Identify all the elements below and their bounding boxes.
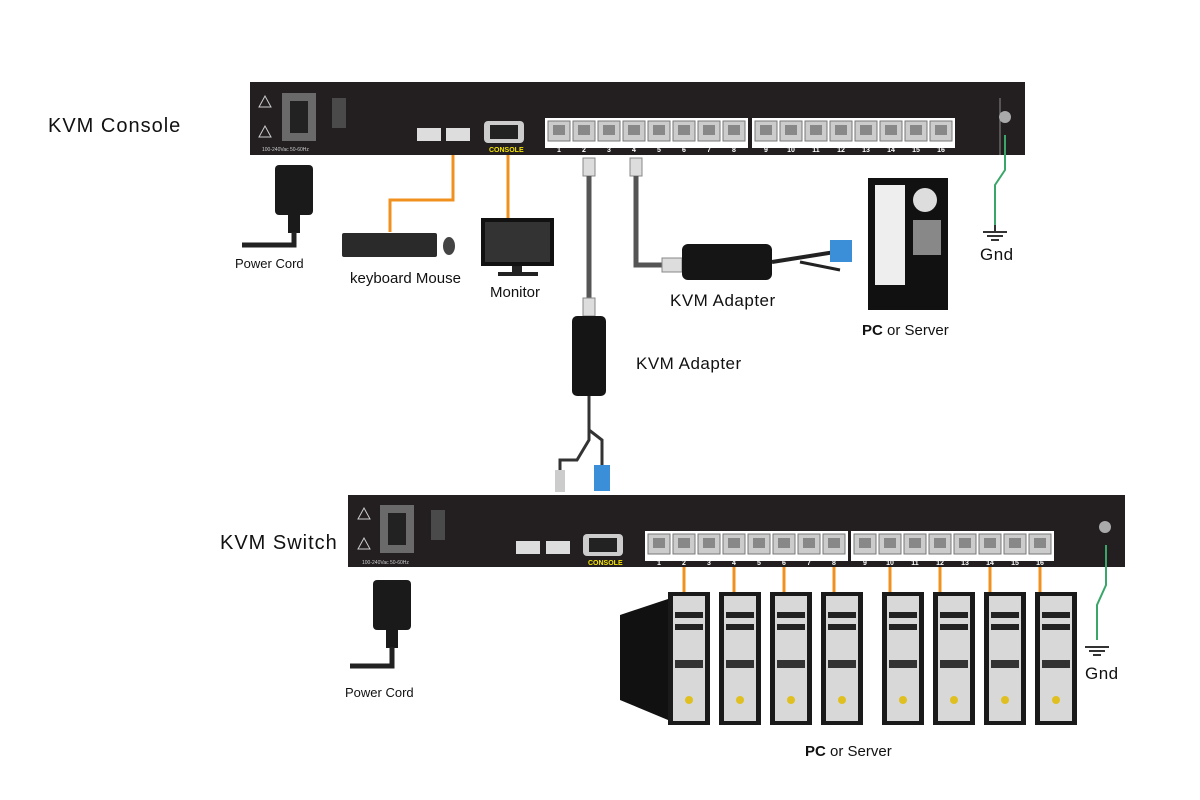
port-number: 5 bbox=[657, 147, 661, 154]
console-port-label: CONSOLE bbox=[588, 560, 623, 567]
port-number: 1 bbox=[657, 560, 661, 567]
port-number: 7 bbox=[807, 560, 811, 567]
port-number: 4 bbox=[632, 147, 636, 154]
usb-port bbox=[516, 541, 540, 554]
ground-screw bbox=[1099, 521, 1111, 533]
port-number: 14 bbox=[887, 147, 895, 154]
cable-port4-to-pc bbox=[629, 157, 852, 280]
port-number: 2 bbox=[682, 560, 686, 567]
port-number: 12 bbox=[936, 560, 944, 567]
warning-icon bbox=[258, 124, 272, 138]
monitor-label: Monitor bbox=[490, 284, 541, 301]
power-cord-bottom bbox=[350, 580, 411, 669]
port-number: 6 bbox=[782, 560, 786, 567]
or-server-label: or Server bbox=[887, 322, 949, 339]
cable-port2-to-switch bbox=[555, 157, 610, 492]
keyboard-label: keyboard bbox=[350, 270, 412, 287]
usb-plug bbox=[555, 470, 565, 492]
keyboard bbox=[342, 233, 437, 257]
pc-tower-top bbox=[868, 178, 948, 310]
ground-top bbox=[983, 135, 1007, 241]
or-server-label: or Server bbox=[830, 743, 892, 760]
ground-screw bbox=[999, 111, 1011, 123]
server-tower bbox=[933, 592, 975, 725]
kvm-switch-label: KVM Switch bbox=[220, 532, 338, 554]
server-tower bbox=[821, 592, 863, 725]
mouse bbox=[443, 237, 455, 255]
kvm-adapter-label: KVM Adapter bbox=[670, 291, 776, 310]
usb-port bbox=[446, 128, 470, 141]
vga-plug bbox=[830, 240, 852, 262]
server-tower bbox=[1035, 592, 1077, 725]
port-number: 3 bbox=[607, 147, 611, 154]
voltage-label: 100-240Vac 50-60Hz bbox=[262, 147, 309, 153]
pc-server-label: PC or Server bbox=[805, 743, 892, 760]
port-number: 16 bbox=[1036, 560, 1044, 567]
port-number: 10 bbox=[787, 147, 795, 154]
warning-icon bbox=[258, 94, 272, 108]
pc-server-label: PC or Server bbox=[862, 322, 949, 339]
kvm-adapter-right bbox=[682, 244, 772, 280]
port-number: 8 bbox=[832, 560, 836, 567]
port-number: 7 bbox=[707, 147, 711, 154]
power-switch bbox=[332, 98, 346, 128]
port-number: 10 bbox=[886, 560, 894, 567]
usb-cable bbox=[388, 155, 455, 232]
voltage-label: 100-240Vac 50-60Hz bbox=[362, 560, 409, 566]
warning-icon bbox=[357, 536, 371, 550]
keyboard-mouse-label: keyboard Mouse bbox=[350, 270, 461, 287]
port-number: 4 bbox=[732, 560, 736, 567]
power-cord-top bbox=[242, 165, 313, 248]
port-number: 11 bbox=[911, 560, 919, 567]
port-number: 13 bbox=[961, 560, 969, 567]
port-number: 9 bbox=[863, 560, 867, 567]
port-number: 3 bbox=[707, 560, 711, 567]
pc-label: PC bbox=[862, 322, 883, 339]
mouse-label: Mouse bbox=[415, 270, 461, 287]
server-rack-side bbox=[620, 595, 680, 725]
warning-icon bbox=[357, 506, 371, 520]
server-tower bbox=[882, 592, 924, 725]
port-number: 16 bbox=[937, 147, 945, 154]
port-number: 14 bbox=[986, 560, 994, 567]
server-tower bbox=[770, 592, 812, 725]
port-number: 1 bbox=[557, 147, 561, 154]
gnd-label: Gnd bbox=[980, 245, 1014, 264]
ground-bottom bbox=[1085, 545, 1109, 656]
port-number: 5 bbox=[757, 560, 761, 567]
port-number: 11 bbox=[812, 147, 820, 154]
power-cord-label: Power Cord bbox=[235, 256, 304, 271]
gnd-label: Gnd bbox=[1085, 664, 1119, 683]
kvm-console-label: KVM Console bbox=[48, 115, 182, 137]
power-switch bbox=[431, 510, 445, 540]
server-tower bbox=[668, 592, 710, 725]
port-number: 9 bbox=[764, 147, 768, 154]
power-cord-label: Power Cord bbox=[345, 685, 414, 700]
port-number: 15 bbox=[1011, 560, 1019, 567]
kvm-adapter-center bbox=[572, 316, 606, 396]
server-tower bbox=[984, 592, 1026, 725]
port-number: 12 bbox=[837, 147, 845, 154]
port-number: 15 bbox=[912, 147, 920, 154]
port-number: 8 bbox=[732, 147, 736, 154]
usb-port bbox=[417, 128, 441, 141]
server-tower bbox=[719, 592, 761, 725]
pc-label: PC bbox=[805, 743, 826, 760]
port-number: 6 bbox=[682, 147, 686, 154]
port-number: 2 bbox=[582, 147, 586, 154]
port-number: 13 bbox=[862, 147, 870, 154]
monitor bbox=[481, 218, 554, 276]
vga-plug bbox=[594, 465, 610, 491]
console-port-label: CONSOLE bbox=[489, 147, 524, 154]
usb-port bbox=[546, 541, 570, 554]
kvm-adapter-label: KVM Adapter bbox=[636, 354, 742, 373]
